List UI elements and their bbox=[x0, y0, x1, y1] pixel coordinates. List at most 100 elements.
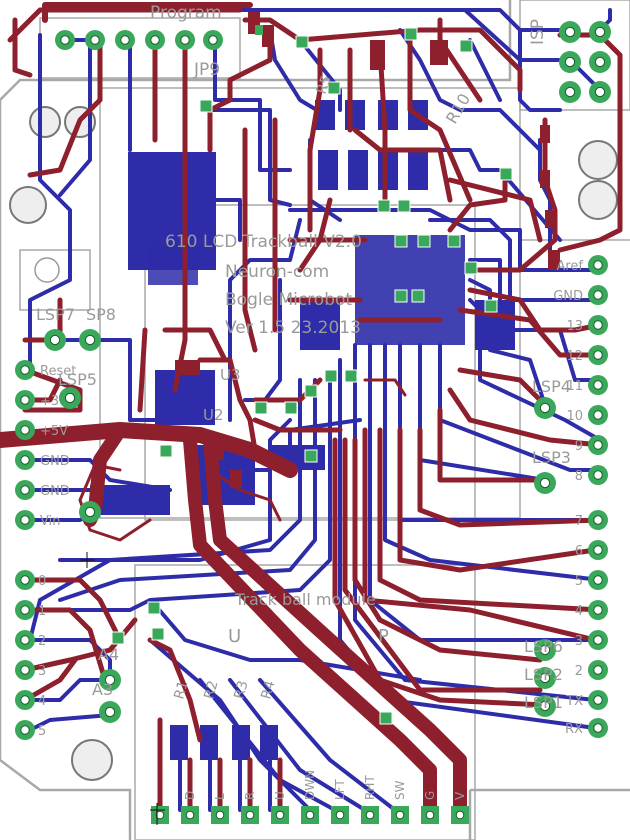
trackball-pin-1[interactable] bbox=[151, 806, 169, 824]
right-pin-4[interactable] bbox=[588, 600, 608, 620]
label-a3: A3 bbox=[92, 680, 113, 699]
solder-pad-1[interactable] bbox=[44, 329, 66, 351]
solder-pad-6[interactable] bbox=[534, 639, 556, 661]
trackball-pin-label: RHT bbox=[363, 775, 377, 800]
isp-header[interactable] bbox=[559, 21, 611, 103]
solder-pad-3[interactable] bbox=[59, 387, 81, 409]
isp-pin-6[interactable] bbox=[589, 81, 611, 103]
solder-pad-11[interactable] bbox=[79, 501, 101, 523]
analog-pin-3[interactable] bbox=[15, 660, 35, 680]
left-pin-5v[interactable] bbox=[15, 420, 35, 440]
program-pin-6[interactable] bbox=[203, 30, 223, 50]
right-pin-label: 6 bbox=[575, 544, 583, 559]
trackball-pin-9[interactable] bbox=[391, 806, 409, 824]
jp9-label: JP9 bbox=[193, 60, 220, 80]
solder-pad-2[interactable] bbox=[79, 329, 101, 351]
right-pin-5[interactable] bbox=[588, 570, 608, 590]
label-lsp7: LSP7 bbox=[36, 305, 75, 324]
left-pin-gnd[interactable] bbox=[15, 480, 35, 500]
program-pin-5[interactable] bbox=[175, 30, 195, 50]
right-pin-9[interactable] bbox=[588, 435, 608, 455]
isp-pin-4[interactable] bbox=[589, 51, 611, 73]
trackball-pin-label: V bbox=[453, 791, 467, 800]
left-pin-reset[interactable] bbox=[15, 360, 35, 380]
right-pin-label: RX bbox=[565, 722, 583, 737]
left-pin-label: GND bbox=[40, 454, 70, 469]
isp-pin-1[interactable] bbox=[559, 21, 581, 43]
isp-pin-3[interactable] bbox=[559, 51, 581, 73]
right-pin-label: 11 bbox=[566, 379, 583, 394]
trackball-pin-4[interactable] bbox=[241, 806, 259, 824]
program-pin-2[interactable] bbox=[85, 30, 105, 50]
program-pin-3[interactable] bbox=[115, 30, 135, 50]
analog-pin-1[interactable] bbox=[15, 600, 35, 620]
solder-pad-8[interactable] bbox=[534, 695, 556, 717]
trackball-pin-8[interactable] bbox=[361, 806, 379, 824]
isp-pin-2[interactable] bbox=[589, 21, 611, 43]
bottom-copper-layer bbox=[23, 8, 612, 812]
analog-pin-4[interactable] bbox=[15, 690, 35, 710]
right-pin-7[interactable] bbox=[588, 510, 608, 530]
solder-pad-4[interactable] bbox=[534, 397, 556, 419]
misc-pads bbox=[44, 329, 556, 723]
mounting-hole-4 bbox=[578, 140, 618, 180]
board-title-line4: Ver 1.5 23.2013 bbox=[225, 318, 361, 338]
right-pin-gnd[interactable] bbox=[588, 285, 608, 305]
trackball-pin-5[interactable] bbox=[271, 806, 289, 824]
solder-pad-7[interactable] bbox=[534, 667, 556, 689]
board-title-line3: Bogle Microbot bbox=[225, 290, 352, 310]
solder-pad-5[interactable] bbox=[534, 472, 556, 494]
label-lsp6: LSP6 bbox=[524, 637, 563, 656]
label-a4: A4 bbox=[98, 645, 119, 664]
right-pin-rx[interactable] bbox=[588, 718, 608, 738]
trackball-pin-label: DWN bbox=[303, 770, 317, 800]
left-pin-3v3[interactable] bbox=[15, 390, 35, 410]
analog-pin-2[interactable] bbox=[15, 630, 35, 650]
right-pin-13[interactable] bbox=[588, 315, 608, 335]
right-pin-12[interactable] bbox=[588, 345, 608, 365]
right-pin-label: 3 bbox=[575, 634, 583, 649]
right-pin-label: 9 bbox=[575, 439, 583, 454]
program-pin-1[interactable] bbox=[55, 30, 75, 50]
right-pin-8[interactable] bbox=[588, 465, 608, 485]
analog-pin-0[interactable] bbox=[15, 570, 35, 590]
left-pin-gnd[interactable] bbox=[15, 450, 35, 470]
isp-pin-5[interactable] bbox=[559, 81, 581, 103]
trackball-pin-label: SW bbox=[393, 780, 407, 800]
trackball-pin-2[interactable] bbox=[181, 806, 199, 824]
right-pin-label: 8 bbox=[575, 469, 583, 484]
mounting-hole-3 bbox=[9, 186, 47, 224]
origin-markers bbox=[80, 552, 165, 825]
right-pin-aref[interactable] bbox=[588, 255, 608, 275]
trackball-pin-6[interactable] bbox=[301, 806, 319, 824]
component-label-r5: R5 bbox=[314, 73, 335, 96]
right-pin-tx[interactable] bbox=[588, 690, 608, 710]
component-label-r1: R1 bbox=[171, 679, 191, 701]
right-pin-label: 5 bbox=[575, 574, 583, 589]
right-pin-3[interactable] bbox=[588, 630, 608, 650]
solder-pad-9[interactable] bbox=[99, 669, 121, 691]
right-pin-10[interactable] bbox=[588, 405, 608, 425]
trackball-pin-label: D bbox=[183, 791, 197, 800]
right-pin-11[interactable] bbox=[588, 375, 608, 395]
analog-pin-label: 3 bbox=[38, 664, 46, 679]
right-pin-2[interactable] bbox=[588, 660, 608, 680]
right-pin-6[interactable] bbox=[588, 540, 608, 560]
label-u3: U3 bbox=[220, 366, 241, 384]
trackball-pin-11[interactable] bbox=[451, 806, 469, 824]
program-pin-4[interactable] bbox=[145, 30, 165, 50]
solder-pad-10[interactable] bbox=[99, 701, 121, 723]
left-pin-vin[interactable] bbox=[15, 510, 35, 530]
analog-pin-5[interactable] bbox=[15, 720, 35, 740]
program-header[interactable] bbox=[55, 30, 223, 50]
trackball-pin-3[interactable] bbox=[211, 806, 229, 824]
mounting-hole-1 bbox=[29, 106, 61, 138]
trackball-pin-7[interactable] bbox=[331, 806, 349, 824]
right-pin-label: 4 bbox=[575, 604, 583, 619]
trackball-pin-10[interactable] bbox=[421, 806, 439, 824]
analog-pin-label: 1 bbox=[38, 604, 46, 619]
